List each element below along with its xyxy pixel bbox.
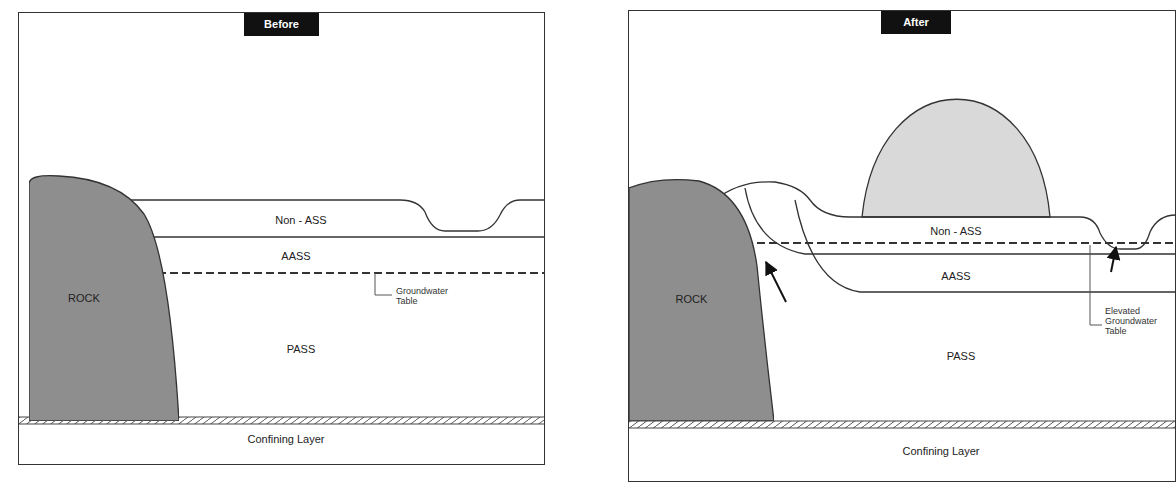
layer-boundary (795, 200, 1176, 292)
confining-layer: Confining Layer (841, 436, 1041, 466)
soil-band: AASS (876, 263, 1036, 289)
panel-title: After (881, 11, 951, 34)
callout-label: Groundwater Table (396, 286, 454, 306)
panel-title: Before (244, 13, 319, 36)
layer-name: AASS (941, 270, 970, 282)
ground-surface (120, 200, 545, 231)
groundwater-table-line (158, 272, 545, 274)
rock-mass: ROCK (29, 174, 179, 421)
layer-name: AASS (281, 250, 310, 262)
layer-name: ROCK (68, 292, 100, 304)
layer-boundary (148, 236, 545, 237)
rise-arrow (1111, 247, 1116, 272)
layer-name: ROCK (676, 293, 708, 305)
rock-shape (29, 176, 179, 421)
callout-label: Elevated Groundwater Table (1105, 306, 1167, 336)
rock-mass: ROCK (629, 176, 774, 421)
soil-band: AASS (171, 238, 421, 274)
confining-hatch (629, 421, 1176, 428)
soil-band: PASS (861, 341, 1061, 371)
rise-arrow (766, 262, 786, 302)
layer-name: Non - ASS (930, 225, 981, 237)
layer-name: Confining Layer (247, 433, 324, 445)
soil-band: Non - ASS (856, 219, 1056, 243)
layer-name: PASS (947, 350, 976, 362)
leader-line (1090, 245, 1102, 325)
panel-frame: AfterROCK Non - ASS AASS PASS Confining Laye… (628, 10, 1176, 482)
rock-outline (29, 174, 179, 421)
layer-name: PASS (287, 343, 316, 355)
layer-name: Non - ASS (275, 214, 326, 226)
ground-surface (715, 182, 1176, 249)
soil-band: Non - ASS (176, 201, 426, 238)
soil-band: PASS (171, 274, 431, 424)
rock-shape (629, 180, 774, 421)
panel-frame: BeforeROCK Non - ASS AASS PASS Confining Lay… (18, 12, 545, 465)
layer-boundary (745, 188, 1176, 254)
layer-name: Confining Layer (902, 445, 979, 457)
confining-boundary (629, 421, 1176, 428)
leader-line (375, 273, 392, 295)
fill-mound (862, 99, 1050, 217)
groundwater-table-line (745, 242, 1176, 244)
confining-layer: Confining Layer (161, 423, 411, 455)
